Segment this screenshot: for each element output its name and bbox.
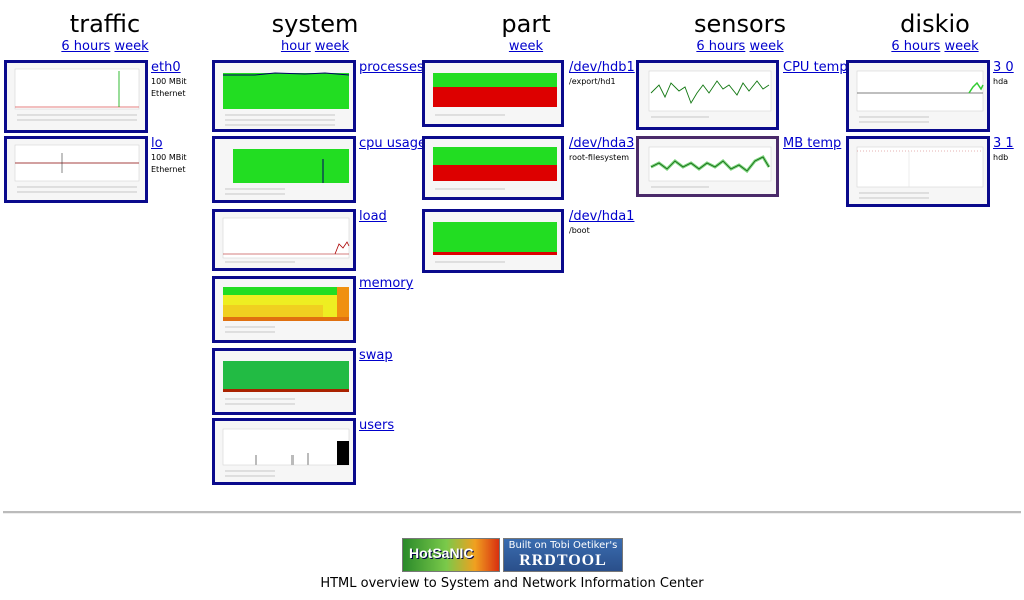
diskio-links: 6 hours week: [846, 36, 1024, 58]
sensors-links: 6 hours week: [634, 36, 846, 58]
users-link[interactable]: users: [359, 418, 395, 433]
footer-text: HTML overview to System and Network Info…: [320, 576, 704, 591]
hda1-graph: [425, 212, 561, 270]
hda3-mount: root-filesystem: [569, 153, 630, 162]
part-title: part: [501, 10, 551, 38]
cpu-temp-link[interactable]: CPU temp: [783, 60, 848, 75]
part-week-link[interactable]: week: [508, 39, 544, 54]
system-column: system hour week: [210, 0, 420, 58]
diskio-week-link[interactable]: week: [944, 39, 979, 54]
hdb1-graph: [425, 63, 561, 124]
sensors-week-link[interactable]: week: [749, 39, 784, 54]
cpu-usage-graph: [215, 139, 353, 200]
eth0-speed: 100 MBit: [151, 77, 187, 86]
hda3-graph: [425, 139, 561, 197]
hda3-link[interactable]: /dev/hda3: [569, 136, 635, 151]
lo-speed: 100 MBit: [151, 153, 187, 162]
system-links: hour week: [210, 36, 420, 58]
rrdtool-logo-line2: RRDTOOL: [519, 552, 607, 569]
hda-io-device: hda: [993, 77, 1009, 86]
mb-temp-graph: [639, 139, 776, 194]
swap-graph: [215, 351, 353, 412]
diskio-column: diskio 6 hours week: [846, 0, 1024, 58]
rrdtool-logo-line1: Built on Tobi Oetiker's: [508, 540, 618, 551]
cpu-temp-graph: [639, 63, 776, 127]
sensors-title: sensors: [693, 10, 787, 38]
hdb-io-graph-thumbnail[interactable]: [846, 136, 990, 207]
traffic-links: 6 hours week: [0, 36, 210, 58]
processes-graph-thumbnail[interactable]: [212, 60, 356, 132]
footer-divider: [3, 511, 1021, 514]
hdb-io-link[interactable]: 3 1: [993, 136, 1014, 151]
hdb1-graph-thumbnail[interactable]: [422, 60, 564, 127]
hdb1-link[interactable]: /dev/hdb1: [569, 60, 635, 75]
lo-graph: [7, 139, 145, 200]
hda3-graph-thumbnail[interactable]: [422, 136, 564, 200]
traffic-week-link[interactable]: week: [114, 39, 149, 54]
lo-link[interactable]: lo: [151, 136, 163, 151]
hotsanic-logo[interactable]: HotSaNIC: [402, 538, 500, 572]
lo-graph-thumbnail[interactable]: [4, 136, 148, 203]
hda-io-link[interactable]: 3 0: [993, 60, 1014, 75]
eth0-link[interactable]: eth0: [151, 60, 181, 75]
eth0-graph-thumbnail[interactable]: [4, 60, 148, 133]
cpu-temp-graph-thumbnail[interactable]: [636, 60, 779, 130]
diskio-6hours-link[interactable]: 6 hours: [891, 39, 941, 54]
hda-io-graph: [849, 63, 987, 129]
users-graph: [215, 421, 353, 482]
processes-link[interactable]: processes: [359, 60, 424, 75]
sensors-6hours-link[interactable]: 6 hours: [696, 39, 746, 54]
swap-graph-thumbnail[interactable]: [212, 348, 356, 415]
sensors-column: sensors 6 hours week: [634, 0, 846, 58]
hdb1-mount: /export/hd1: [569, 77, 616, 86]
mb-temp-link[interactable]: MB temp: [783, 136, 842, 151]
mb-temp-graph-thumbnail[interactable]: [636, 136, 779, 197]
load-graph-thumbnail[interactable]: [212, 209, 356, 271]
system-hour-link[interactable]: hour: [280, 39, 311, 54]
eth0-type: Ethernet: [151, 89, 186, 98]
load-link[interactable]: load: [359, 209, 387, 224]
swap-link[interactable]: swap: [359, 348, 393, 363]
memory-link[interactable]: memory: [359, 276, 414, 291]
traffic-6hours-link[interactable]: 6 hours: [61, 39, 111, 54]
load-graph: [215, 212, 353, 268]
hda-io-graph-thumbnail[interactable]: [846, 60, 990, 132]
cpu-usage-link[interactable]: cpu usage: [359, 136, 426, 151]
traffic-column: traffic 6 hours week: [0, 0, 210, 58]
processes-graph: [215, 63, 353, 129]
lo-type: Ethernet: [151, 165, 186, 174]
hda1-link[interactable]: /dev/hda1: [569, 209, 635, 224]
users-graph-thumbnail[interactable]: [212, 418, 356, 485]
memory-graph-thumbnail[interactable]: [212, 276, 356, 343]
eth0-graph: [7, 63, 145, 130]
system-week-link[interactable]: week: [314, 39, 350, 54]
hda1-mount: /boot: [569, 226, 590, 235]
system-title: system: [271, 10, 359, 38]
part-links: week: [420, 36, 632, 58]
rrdtool-logo[interactable]: Built on Tobi Oetiker's RRDTOOL: [503, 538, 623, 572]
hda1-graph-thumbnail[interactable]: [422, 209, 564, 273]
hdb-io-graph: [849, 139, 987, 204]
memory-graph: [215, 279, 353, 340]
hdb-io-device: hdb: [993, 153, 1009, 162]
diskio-title: diskio: [900, 10, 970, 38]
traffic-title: traffic: [69, 10, 141, 38]
hotsanic-logo-text: HotSaNIC: [409, 545, 474, 561]
cpu-usage-graph-thumbnail[interactable]: [212, 136, 356, 203]
part-column: part week: [420, 0, 632, 58]
